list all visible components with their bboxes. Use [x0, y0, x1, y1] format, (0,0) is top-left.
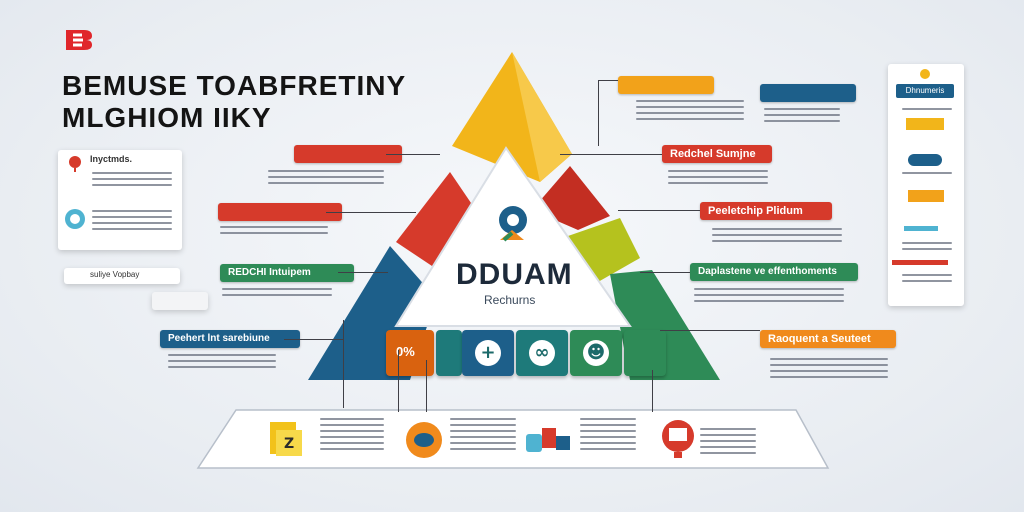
bulb-icon: [920, 69, 930, 79]
side-text-4: [902, 270, 952, 286]
tile-users: ☻: [570, 330, 622, 376]
side-panel-header: Dhnumeris: [896, 84, 954, 98]
left-card-text-2: [92, 206, 172, 234]
label-right-2: Redchel Sumjne: [662, 145, 772, 163]
plus-icon: +: [475, 340, 501, 366]
side-text-3: [902, 238, 952, 254]
label-right-3: Peeletchip Plidum: [700, 202, 832, 220]
leader-line: [284, 339, 344, 340]
label-left-3-text: [222, 284, 332, 300]
leader-line: [598, 80, 599, 146]
brand-logo-icon: [66, 30, 92, 50]
leader-line: [598, 80, 618, 81]
label-left-1-text: [268, 166, 384, 188]
gear-hub-icon: [499, 206, 527, 242]
label-left-3: REDCHI Intuipem: [220, 264, 354, 282]
leader-line: [660, 330, 760, 331]
side-bar-2: [908, 154, 942, 166]
left-card-text: [92, 168, 172, 190]
leader-line: [640, 272, 690, 273]
small-tag: [152, 292, 208, 310]
side-bar-4: [904, 226, 938, 231]
leader-line: [618, 210, 700, 211]
alert-icon: [69, 156, 81, 172]
leader-line: [398, 350, 399, 412]
tile-link: ∞: [516, 330, 568, 376]
caption-text: suliye Vopbay: [90, 270, 140, 279]
left-info-card: Inyctmds.: [58, 150, 182, 250]
label-right-2-text: [668, 166, 768, 188]
hub-subtitle: Rechurns: [484, 293, 536, 307]
side-text-1: [902, 104, 952, 114]
tile-info: [436, 330, 462, 376]
label-left-1: [294, 145, 402, 163]
label-right-4: Daplastene ve effenthoments: [690, 263, 858, 281]
pyramid-lime-segment: [568, 218, 640, 282]
leader-line: [652, 370, 653, 412]
leader-line: [386, 154, 440, 155]
label-left-2-text: [220, 222, 328, 238]
caption-strip: suliye Vopbay: [64, 268, 180, 284]
side-panel: Dhnumeris: [888, 64, 964, 306]
svg-text:Z: Z: [284, 436, 294, 452]
label-right-5-text: [770, 354, 888, 382]
leader-line: [338, 272, 388, 273]
base-text-3: [580, 414, 636, 454]
side-text-2: [902, 168, 952, 178]
users-icon: ☻: [583, 340, 609, 366]
label-top-right: [760, 84, 856, 102]
toolkit-icon: [526, 428, 570, 452]
label-top-right-text: [764, 104, 840, 126]
leader-line: [343, 320, 344, 408]
cloud-icon: [406, 422, 442, 458]
link-icon: ∞: [529, 340, 555, 366]
tile-plus: +: [462, 330, 514, 376]
document-icon: Z: [270, 422, 302, 456]
leader-line: [426, 360, 427, 412]
leader-line: [560, 154, 662, 155]
page-title: BEMUSE TOABFRETINY: [62, 70, 407, 101]
monitor-icon: [662, 420, 694, 458]
hub-title: DDUAM: [456, 258, 573, 291]
label-right-1-text: [636, 96, 744, 124]
label-right-3-text: [712, 224, 842, 246]
page-subtitle: MLGHIOM IIKY: [62, 102, 272, 133]
label-left-4-text: [168, 350, 276, 372]
label-right-5: Raoquent a Seuteet: [760, 330, 896, 348]
pyramid-top-highlight: [512, 52, 572, 182]
base-text-2: [450, 414, 516, 454]
label-right-4-text: [694, 284, 844, 306]
base-text-1: [320, 414, 384, 454]
globe-icon: [65, 209, 85, 229]
leader-line: [326, 212, 416, 213]
side-bar-1: [906, 118, 944, 130]
side-bar-5: [892, 260, 948, 265]
label-left-4: Peehert lnt sarebiune: [160, 330, 300, 348]
left-card-title: Inyctmds.: [90, 154, 133, 164]
tile-percent-label: 0%: [396, 344, 415, 359]
tile-leaf: [624, 330, 666, 376]
side-bar-3: [908, 190, 944, 202]
label-right-1: [618, 76, 714, 94]
label-left-2: [218, 203, 342, 221]
base-text-4: [700, 424, 756, 458]
